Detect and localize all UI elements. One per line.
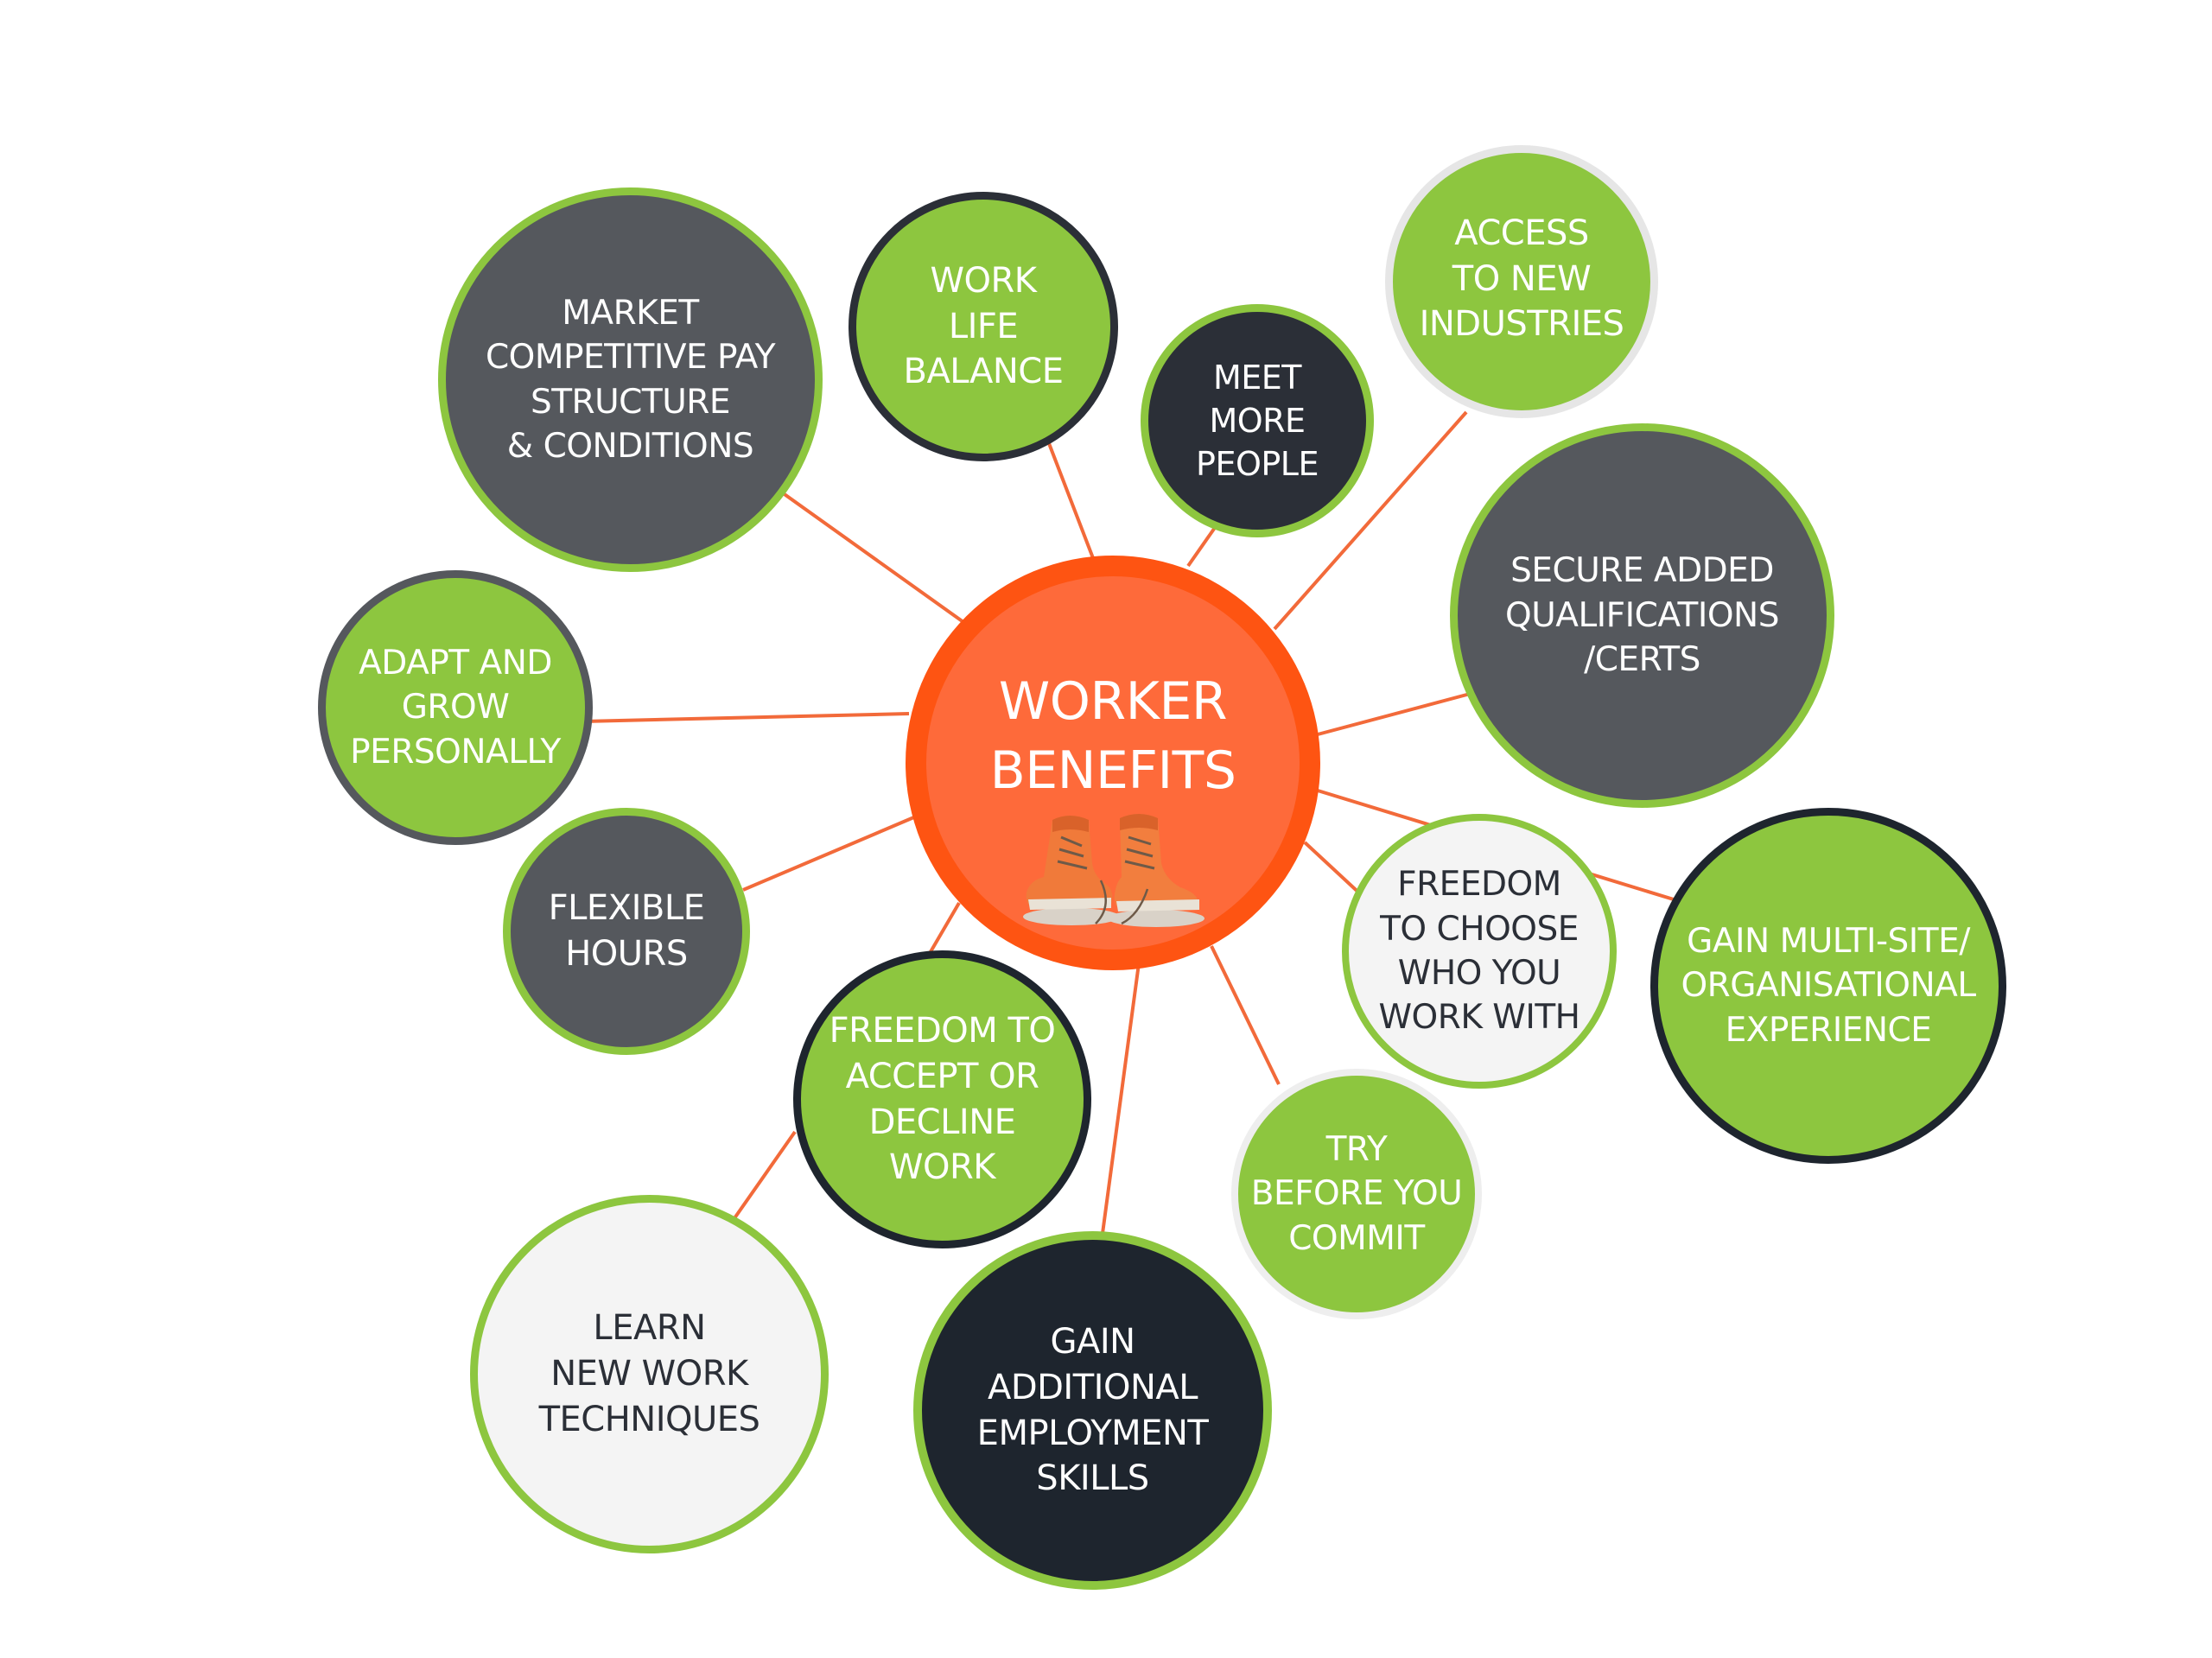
label-line: & CONDITIONS xyxy=(506,426,754,466)
bubble-freedom-choose: FREEDOM TO CHOOSE WHO YOU WORK WITH xyxy=(1342,814,1617,1089)
label-line: EMPLOYMENT xyxy=(976,1413,1209,1453)
label-line: MEET xyxy=(1212,358,1302,397)
connector-freedom-accept xyxy=(927,901,961,956)
label-line: LIFE xyxy=(948,306,1019,346)
label-line: TECHNIQUES xyxy=(538,1399,760,1439)
bubble-flexible-hours: FLEXIBLE HOURS xyxy=(503,808,750,1055)
label-line: SKILLS xyxy=(1036,1458,1149,1499)
label-line: FLEXIBLE xyxy=(548,888,705,929)
label-line: SECURE ADDED xyxy=(1510,551,1774,591)
bubble-adapt-grow: ADAPT AND GROW PERSONALLY xyxy=(318,570,593,845)
bubble-flexible-hours-label: FLEXIBLE HOURS xyxy=(549,886,705,977)
label-line: ACCESS xyxy=(1454,213,1589,253)
label-line: TO CHOOSE xyxy=(1380,909,1579,949)
bubble-adapt-grow-label: ADAPT AND GROW PERSONALLY xyxy=(350,641,561,774)
label-line: EXPERIENCE xyxy=(1725,1010,1932,1050)
connector-freedom-choose xyxy=(1303,841,1367,900)
label-line: BALANCE xyxy=(903,352,1065,392)
label-line: ACCEPT OR xyxy=(845,1056,1039,1096)
bubble-multi-site: GAIN MULTI-SITE/ ORGANISATIONAL EXPERIEN… xyxy=(1650,808,2006,1164)
label-line: WORK xyxy=(930,260,1037,301)
bubble-employment-skills: GAIN ADDITIONAL EMPLOYMENT SKILLS xyxy=(913,1231,1272,1590)
label-line: INDUSTRIES xyxy=(1419,304,1624,345)
bubble-access-industries: ACCESS TO NEW INDUSTRIES xyxy=(1385,145,1658,418)
bubble-try-before-label: TRY BEFORE YOU COMMIT xyxy=(1251,1128,1463,1261)
label-line: WORK WITH xyxy=(1378,998,1580,1038)
label-line: LEARN xyxy=(593,1308,706,1349)
bubble-secure-qualifications: SECURE ADDED QUALIFICATIONS /CERTS xyxy=(1450,423,1834,808)
label-line: MORE xyxy=(1209,401,1306,440)
connector-learn-techniques xyxy=(733,1130,797,1220)
connector-secure-qualifications xyxy=(1317,691,1474,736)
label-line: DECLINE xyxy=(868,1102,1016,1142)
label-line: QUALIFICATIONS xyxy=(1505,595,1779,635)
label-line: MARKET xyxy=(562,293,699,333)
bubble-market-pay-label: MARKET COMPETITIVE PAY STRUCTURE & CONDI… xyxy=(485,291,776,469)
label-line: ADAPT AND xyxy=(359,643,552,683)
label-line: FREEDOM TO xyxy=(829,1010,1056,1051)
connector-adapt-grow xyxy=(582,712,910,723)
center-title: WORKER BENEFITS xyxy=(926,668,1300,806)
connector-flexible-hours xyxy=(742,815,917,892)
label-line: TO NEW xyxy=(1452,258,1592,299)
connector-access-industries xyxy=(1273,410,1468,631)
bubble-access-industries-label: ACCESS TO NEW INDUSTRIES xyxy=(1420,211,1624,347)
center-title-line: WORKER xyxy=(998,671,1228,732)
center-title-line: BENEFITS xyxy=(989,740,1236,801)
bubble-work-life-label: WORK LIFE BALANCE xyxy=(903,258,1065,395)
bubble-work-life: WORK LIFE BALANCE xyxy=(849,192,1118,461)
label-line: BEFORE YOU xyxy=(1250,1174,1463,1214)
bubble-market-pay: MARKET COMPETITIVE PAY STRUCTURE & CONDI… xyxy=(438,187,823,572)
label-line: WORK xyxy=(888,1147,996,1188)
connector-employment-skills xyxy=(1100,962,1141,1241)
connector-work-life xyxy=(1046,438,1095,559)
bubble-meet-people: MEET MORE PEOPLE xyxy=(1141,304,1374,537)
bubble-try-before: TRY BEFORE YOU COMMIT xyxy=(1231,1069,1482,1319)
bubble-multi-site-label: GAIN MULTI-SITE/ ORGANISATIONAL EXPERIEN… xyxy=(1681,919,1976,1052)
label-line: PERSONALLY xyxy=(350,732,561,772)
label-line: COMPETITIVE PAY xyxy=(485,338,776,378)
label-line: WHO YOU xyxy=(1397,954,1561,993)
bubble-learn-techniques-label: LEARN NEW WORK TECHNIQUES xyxy=(539,1305,760,1442)
bubble-learn-techniques: LEARN NEW WORK TECHNIQUES xyxy=(470,1195,829,1553)
label-line: GAIN MULTI-SITE/ xyxy=(1687,921,1970,961)
label-line: GAIN xyxy=(1050,1321,1135,1362)
label-line: PEOPLE xyxy=(1196,445,1319,484)
work-boots-icon xyxy=(1023,814,1205,927)
label-line: COMMIT xyxy=(1288,1218,1425,1258)
connector-meet-people xyxy=(1186,521,1220,568)
bubble-secure-qualifications-label: SECURE ADDED QUALIFICATIONS /CERTS xyxy=(1505,549,1779,682)
bubble-meet-people-label: MEET MORE PEOPLE xyxy=(1196,356,1319,486)
label-line: ORGANISATIONAL xyxy=(1681,966,1976,1006)
label-line: FREEDOM xyxy=(1397,865,1561,905)
center-hub: WORKER BENEFITS xyxy=(906,556,1320,970)
connector-market-pay xyxy=(780,491,965,624)
connector-try-before xyxy=(1210,945,1281,1085)
label-line: STRUCTURE xyxy=(530,382,731,422)
bubble-freedom-choose-label: FREEDOM TO CHOOSE WHO YOU WORK WITH xyxy=(1378,862,1580,1040)
label-line: TRY xyxy=(1325,1129,1388,1169)
label-line: /CERTS xyxy=(1584,640,1700,680)
label-line: NEW WORK xyxy=(550,1354,748,1394)
center-hub-inner: WORKER BENEFITS xyxy=(926,576,1300,950)
label-line: ADDITIONAL xyxy=(987,1367,1198,1407)
label-line: GROW xyxy=(401,688,510,727)
bubble-freedom-accept: FREEDOM TO ACCEPT OR DECLINE WORK xyxy=(793,950,1091,1248)
label-line: HOURS xyxy=(565,934,688,974)
bubble-employment-skills-label: GAIN ADDITIONAL EMPLOYMENT SKILLS xyxy=(977,1319,1209,1502)
bubble-freedom-accept-label: FREEDOM TO ACCEPT OR DECLINE WORK xyxy=(830,1008,1056,1191)
